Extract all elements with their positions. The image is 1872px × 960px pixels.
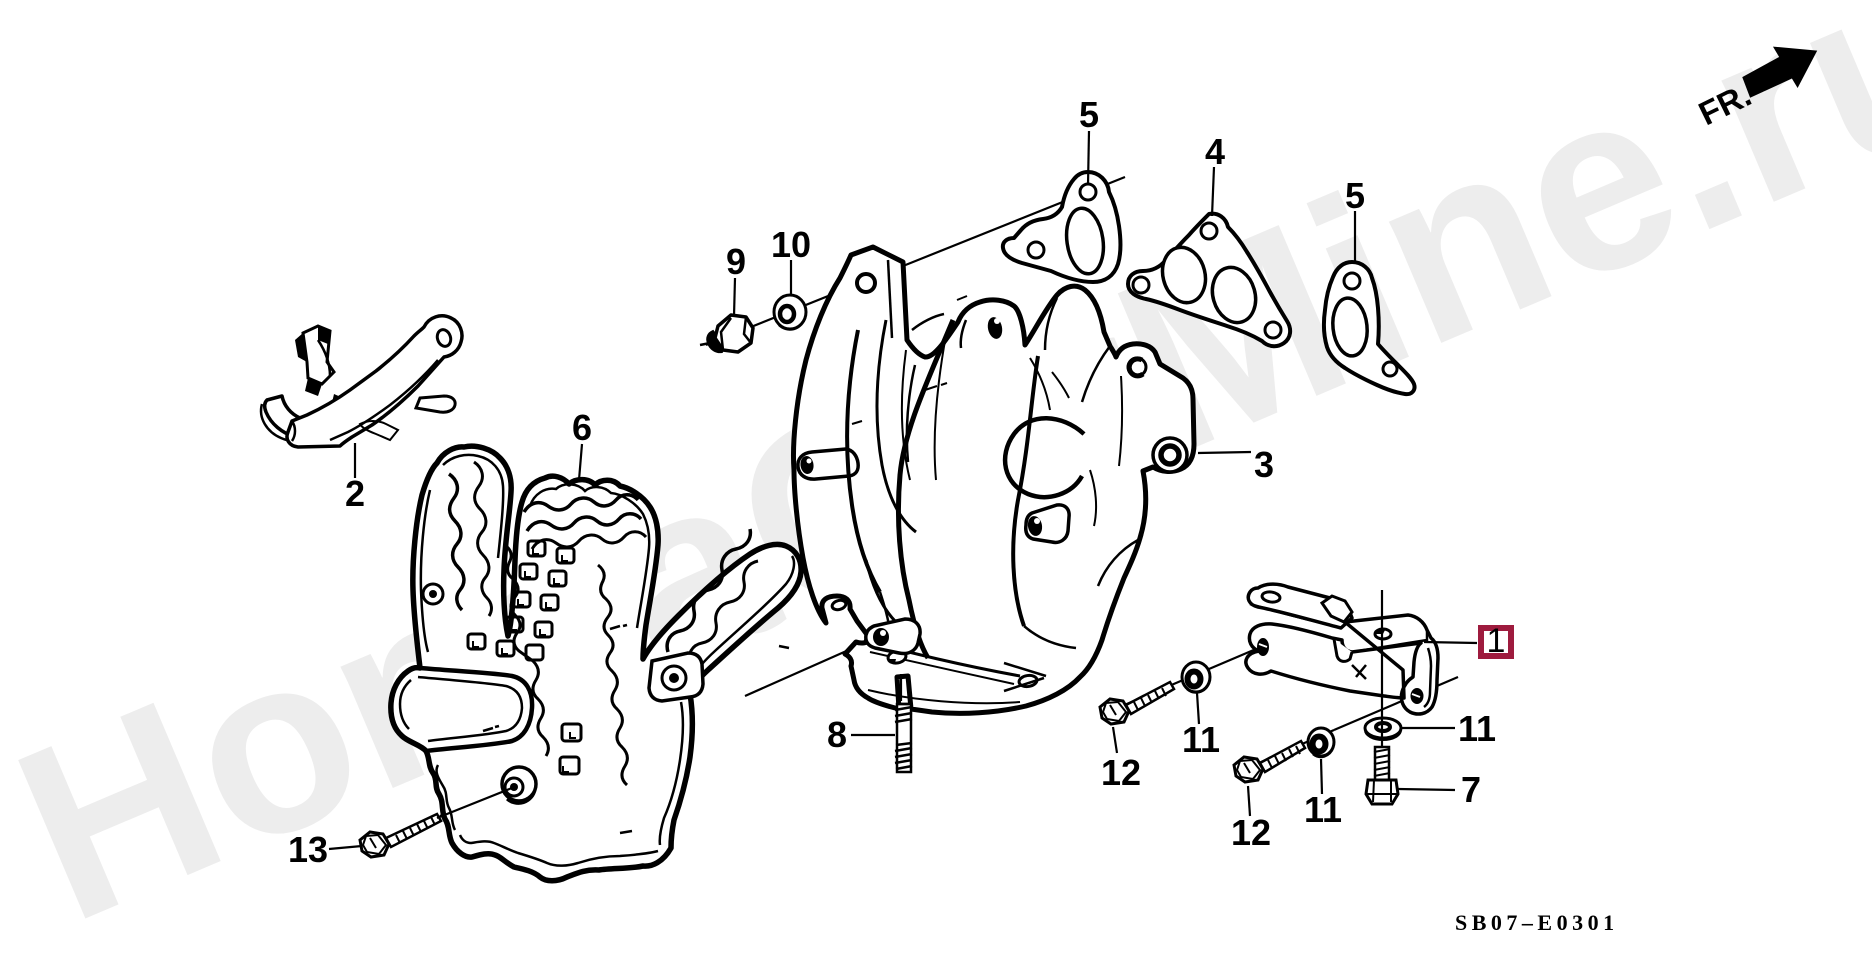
svg-text:9: 9 [726, 241, 746, 282]
svg-text:5: 5 [1079, 94, 1099, 135]
svg-text:11: 11 [1182, 719, 1220, 760]
svg-text:4: 4 [1205, 131, 1225, 172]
svg-text:SB07–E0301: SB07–E0301 [1455, 910, 1619, 935]
svg-text:5: 5 [1345, 175, 1365, 216]
svg-text:11: 11 [1304, 789, 1342, 830]
svg-text:7: 7 [1461, 769, 1481, 810]
svg-text:11: 11 [1458, 708, 1496, 749]
svg-text:2: 2 [345, 473, 365, 514]
svg-text:12: 12 [1101, 752, 1141, 793]
svg-text:6: 6 [572, 407, 592, 448]
svg-text:3: 3 [1254, 444, 1274, 485]
svg-text:8: 8 [827, 714, 847, 755]
svg-text:12: 12 [1231, 812, 1271, 853]
svg-text:1: 1 [1487, 622, 1506, 660]
svg-text:13: 13 [288, 829, 328, 870]
svg-text:10: 10 [771, 224, 811, 265]
